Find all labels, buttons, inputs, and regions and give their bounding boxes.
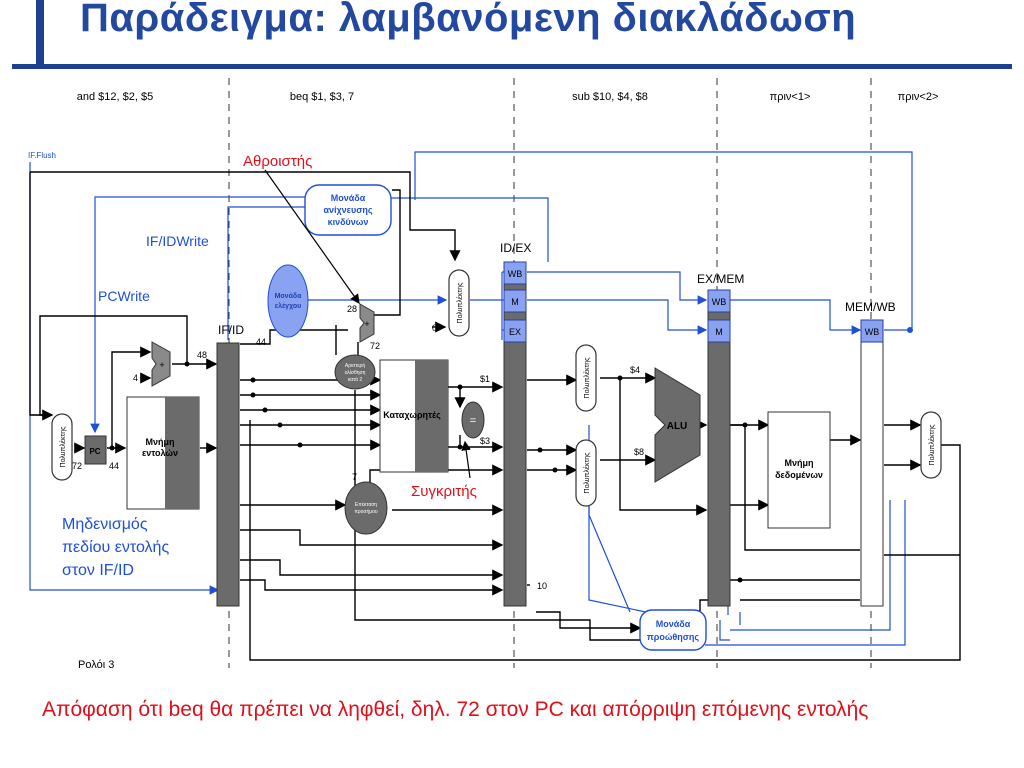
mux-alu-b [575, 439, 597, 507]
zeroing-line1: Μηδενισμός [62, 516, 148, 533]
instr-mem-line1: Μνήμη [145, 437, 174, 447]
if-id-register [216, 342, 240, 607]
value-72-pc: 72 [72, 461, 82, 471]
mux-control [448, 269, 470, 337]
value-r8: $8 [634, 447, 644, 457]
id-ex-m-label: M [511, 297, 519, 307]
pc-adder [151, 341, 171, 387]
mux-alu-b-label: Πολυπλέκτης [583, 452, 591, 494]
ex-mem-m-label: M [715, 327, 723, 337]
wire-values: 48 44 44 72 72 28 4 0 7 10 $1 $3 $4 $8 [72, 304, 644, 591]
mux-alu-a [575, 344, 597, 412]
value-r4: $4 [630, 365, 640, 375]
value-72-adder: 72 [370, 341, 380, 351]
value-48: 48 [197, 350, 207, 360]
multiplexers [51, 269, 942, 507]
mux-alu-a-label: Πολυπλέκτης [583, 357, 591, 399]
shift-left-2 [334, 354, 376, 390]
mux-writeback [920, 411, 942, 479]
instr-mem-line2: εντολών [142, 448, 178, 458]
mem-wb-register [860, 319, 884, 607]
hazard-unit-line2: ανίχνευσης [323, 205, 372, 215]
hazard-unit-line1: Μονάδα [331, 193, 366, 203]
stage-label-if: and $12, $2, $5 [77, 91, 153, 103]
register-file-label: Καταχωρητές [383, 410, 441, 420]
pc-label: PC [89, 447, 100, 456]
value-10: 10 [537, 581, 547, 591]
forwarding-unit [639, 609, 707, 651]
value-7: 7 [352, 472, 357, 482]
alu [654, 367, 701, 483]
id-ex-register [503, 261, 527, 607]
data-memory [767, 411, 831, 529]
adder-annotation: Αθροιστής [243, 153, 312, 170]
comparator [461, 401, 485, 439]
zeroing-line2: πεδίου εντολής [62, 539, 169, 556]
mux-pc [51, 413, 73, 481]
stage-label-ex: sub $10, $4, $8 [572, 91, 648, 103]
hazard-unit-line3: κινδύνων [328, 217, 369, 227]
pc-adder-plus: + [159, 360, 164, 370]
sign-extend [344, 481, 388, 535]
id-ex-label: ID/EX [500, 241, 531, 255]
comparator-eq: = [470, 415, 476, 427]
value-44-pc: 44 [109, 461, 119, 471]
shift-line1: Αριστερή [345, 362, 365, 369]
id-ex-ex-label: EX [509, 327, 521, 337]
if-id-label: IF/ID [218, 323, 244, 337]
clock-label: Ρολόι 3 [78, 659, 114, 671]
pc-register [84, 435, 107, 465]
hazard-detection-unit [304, 184, 392, 236]
shift-line3: κατά 2 [348, 376, 363, 383]
value-0: 0 [432, 323, 437, 333]
mux-control-label: Πολυπλέκτης [456, 282, 464, 324]
pc-write-label: PCWrite [98, 288, 150, 304]
comparator-annotation: Συγκριτής [411, 483, 477, 500]
mem-wb-wb-label: WB [865, 327, 880, 337]
shift-line2: ολίσθηση [345, 370, 366, 376]
slide-caption: Απόφαση ότι beq θα πρέπει να ληφθεί, δηλ… [42, 698, 869, 721]
title-accent-bar [36, 0, 44, 68]
data-mem-line1: Μνήμη [784, 458, 813, 468]
data-mem-line2: δεδομένων [775, 470, 823, 480]
comparator-pointer [461, 440, 471, 479]
junction-dots [109, 327, 913, 583]
branch-adder-plus: + [364, 319, 369, 329]
control-unit-line1: Μονάδα [275, 293, 303, 300]
title-underline [12, 64, 1012, 69]
adder-pointer [264, 169, 360, 304]
stage-label-mem: πριν<1> [770, 91, 811, 103]
forwarding-unit-line1: Μονάδα [656, 619, 691, 629]
control-unit-line2: ελέγχου [275, 302, 301, 310]
value-r3: $3 [480, 436, 490, 446]
ex-mem-wb-label: WB [712, 297, 727, 307]
sign-ext-line2: προσήμου [354, 508, 378, 515]
forwarding-unit-line2: προώθησης [647, 632, 700, 642]
if-id-write-label: IF/IDWrite [146, 233, 209, 249]
mux-pc-label: Πολυπλέκτης [59, 426, 67, 468]
value-44-ifid: 44 [256, 337, 266, 347]
stage-label-wb: πριν<2> [898, 91, 939, 103]
zeroing-line3: στον IF/ID [62, 562, 134, 579]
ex-mem-label: EX/MEM [697, 272, 744, 286]
control-unit [267, 264, 309, 338]
control-fields: WB M EX WB M WB [503, 261, 884, 343]
mux-writeback-label: Πολυπλέκτης [928, 424, 936, 466]
stage-label-id: beq $1, $3, 7 [290, 91, 354, 103]
value-r1: $1 [480, 374, 490, 384]
slide-title: Παράδειγμα: λαμβανόμενη διακλάδωση [80, 0, 857, 40]
id-ex-wb-label: WB [508, 269, 523, 279]
mem-wb-label: MEM/WB [845, 300, 896, 314]
value-28: 28 [347, 304, 357, 314]
sign-ext-line1: Επέκταση [355, 501, 377, 508]
alu-label: ALU [667, 421, 688, 432]
value-4: 4 [133, 373, 138, 383]
if-flush-label: IF.Flush [28, 151, 56, 160]
branch-adder [359, 303, 375, 343]
